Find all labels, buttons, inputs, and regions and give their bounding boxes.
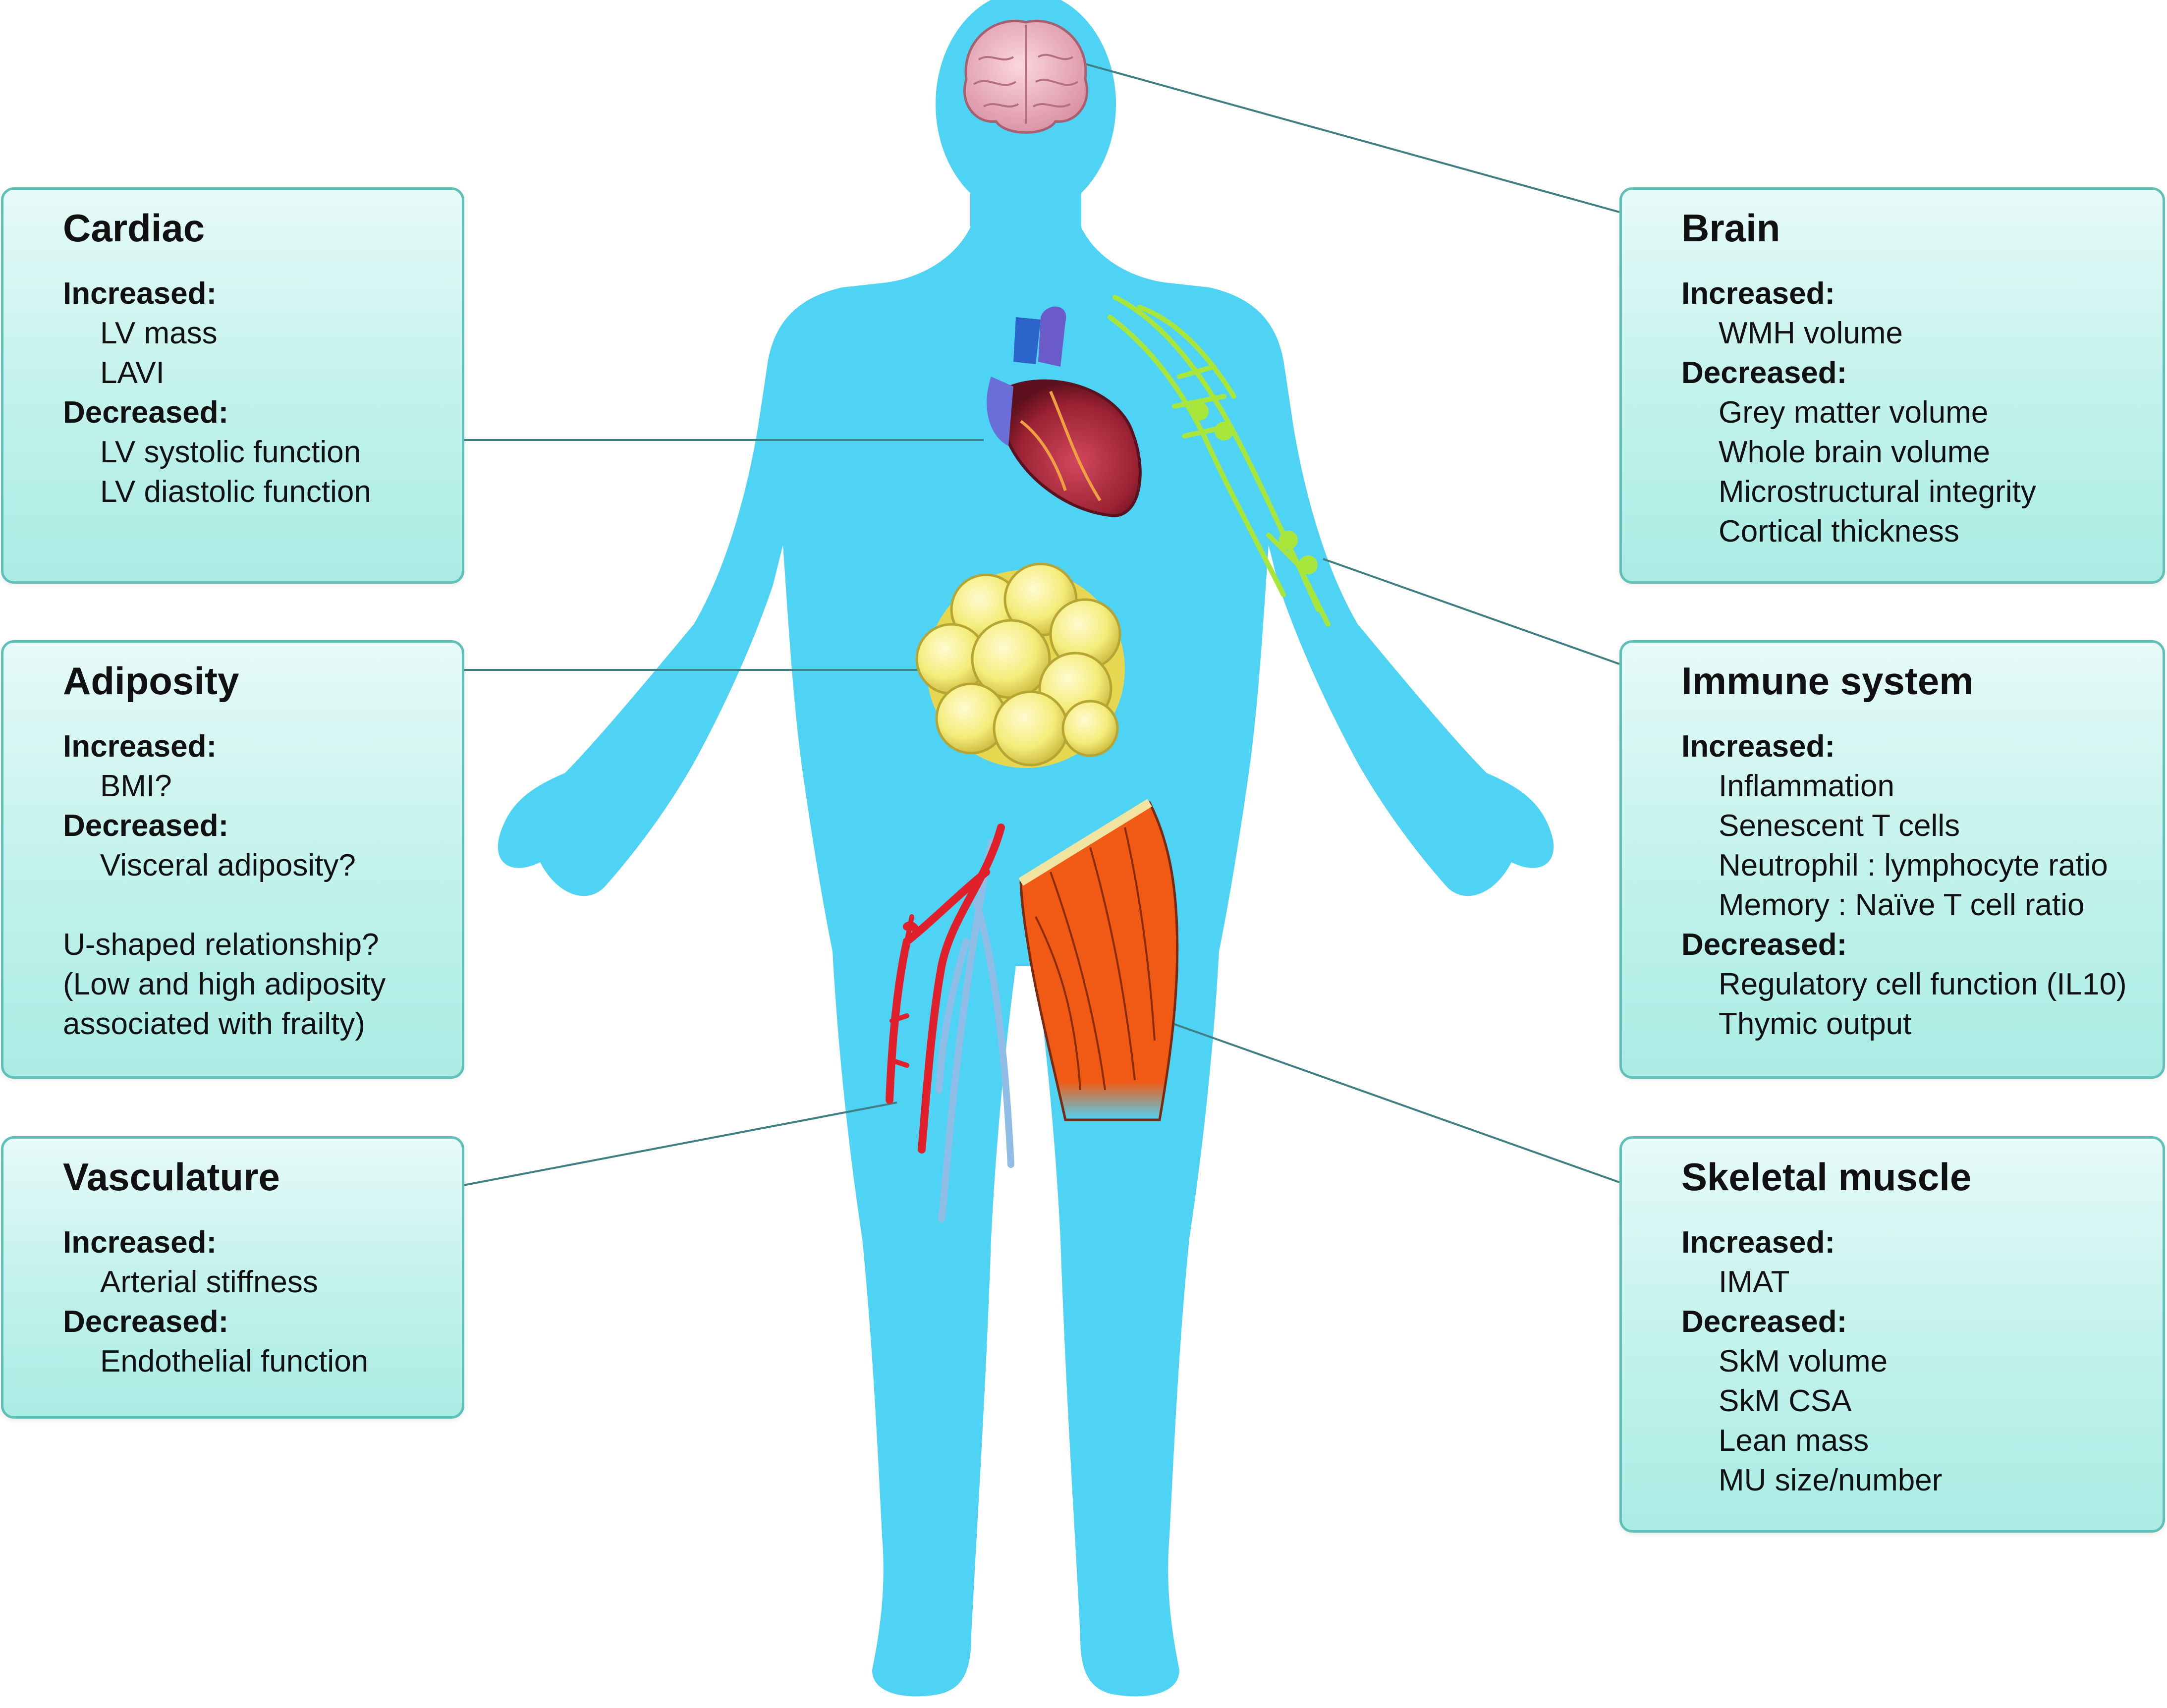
connector-lines [463,57,1620,1186]
skeletal-muscle-title: Skeletal muscle [1681,1155,1972,1199]
vasculature-increased-item: Arterial stiffness [100,1265,318,1299]
immune-box: Immune system Increased: Inflammation Se… [1619,640,2165,1079]
brain-decreased-item: Whole brain volume [1719,435,1990,469]
adiposity-box: Adiposity Increased: BMI? Decreased: Vis… [1,640,464,1079]
cardiac-box: Cardiac Increased: LV mass LAVI Decrease… [1,187,464,584]
adiposity-note-line: U-shaped relationship? [63,928,379,962]
immune-increased-item: Memory : Naïve T cell ratio [1719,888,2085,922]
adiposity-note-line: (Low and high adiposity [63,967,386,1001]
cardiac-decreased-item: LV diastolic function [100,475,371,509]
skeletal-muscle-increased-label: Increased: [1681,1225,1835,1260]
vasculature-title: Vasculature [63,1155,280,1199]
skeletal-muscle-decreased-item: MU size/number [1719,1463,1943,1497]
skeletal-muscle-decreased-label: Decreased: [1681,1305,1847,1339]
immune-increased-item: Inflammation [1719,769,1894,803]
thigh-muscle-icon [1018,799,1179,1121]
vasculature-decreased-label: Decreased: [63,1305,229,1339]
immune-title: Immune system [1681,659,1974,703]
brain-decreased-item: Microstructural integrity [1719,475,2036,509]
immune-decreased-item: Regulatory cell function (IL10) [1719,967,2127,1001]
immune-increased-label: Increased: [1681,729,1835,764]
brain-title: Brain [1681,206,1780,250]
skeletal-muscle-decreased-item: SkM CSA [1719,1384,1852,1418]
adiposity-title: Adiposity [63,659,239,703]
immune-increased-item: Neutrophil : lymphocyte ratio [1719,848,2108,882]
brain-decreased-label: Decreased: [1681,356,1847,390]
vasculature-decreased-item: Endothelial function [100,1344,369,1378]
cardiac-decreased-label: Decreased: [63,395,229,430]
immune-decreased-item: Thymic output [1719,1007,1912,1041]
lymphatic-icon [1108,295,1331,627]
adiposity-decreased-label: Decreased: [63,809,229,843]
skeletal-muscle-decreased-item: SkM volume [1719,1344,1888,1378]
heart-icon [987,306,1142,517]
immune-decreased-label: Decreased: [1681,928,1847,962]
skeletal-muscle-decreased-item: Lean mass [1719,1424,1869,1458]
cardiac-increased-item: LV mass [100,316,218,350]
skeletal-muscle-box: Skeletal muscle Increased: IMAT Decrease… [1619,1136,2165,1533]
brain-increased-item: WMH volume [1719,316,1903,350]
adiposity-increased-label: Increased: [63,729,217,764]
immune-increased-item: Senescent T cells [1719,809,1960,843]
brain-increased-label: Increased: [1681,276,1835,311]
cardiac-increased-item: LAVI [100,356,165,390]
fat-cells-icon [915,562,1125,768]
cardiac-title: Cardiac [63,206,205,250]
body-silhouette [498,0,1554,1697]
brain-box: Brain Increased: WMH volume Decreased: G… [1619,187,2165,584]
brain-decreased-item: Grey matter volume [1719,395,1989,430]
vasculature-increased-label: Increased: [63,1225,217,1260]
spacer [63,885,462,925]
adiposity-decreased-item: Visceral adiposity? [100,848,356,882]
cardiac-increased-label: Increased: [63,276,217,311]
skeletal-muscle-increased-item: IMAT [1719,1265,1790,1299]
adiposity-note-line: associated with frailty) [63,1007,365,1041]
vasculature-box: Vasculature Increased: Arterial stiffnes… [1,1136,464,1419]
blood-vessels-icon [886,824,1014,1222]
cardiac-decreased-item: LV systolic function [100,435,361,469]
adiposity-increased-item: BMI? [100,769,172,803]
brain-icon [963,19,1089,134]
brain-decreased-item: Cortical thickness [1719,514,1959,549]
